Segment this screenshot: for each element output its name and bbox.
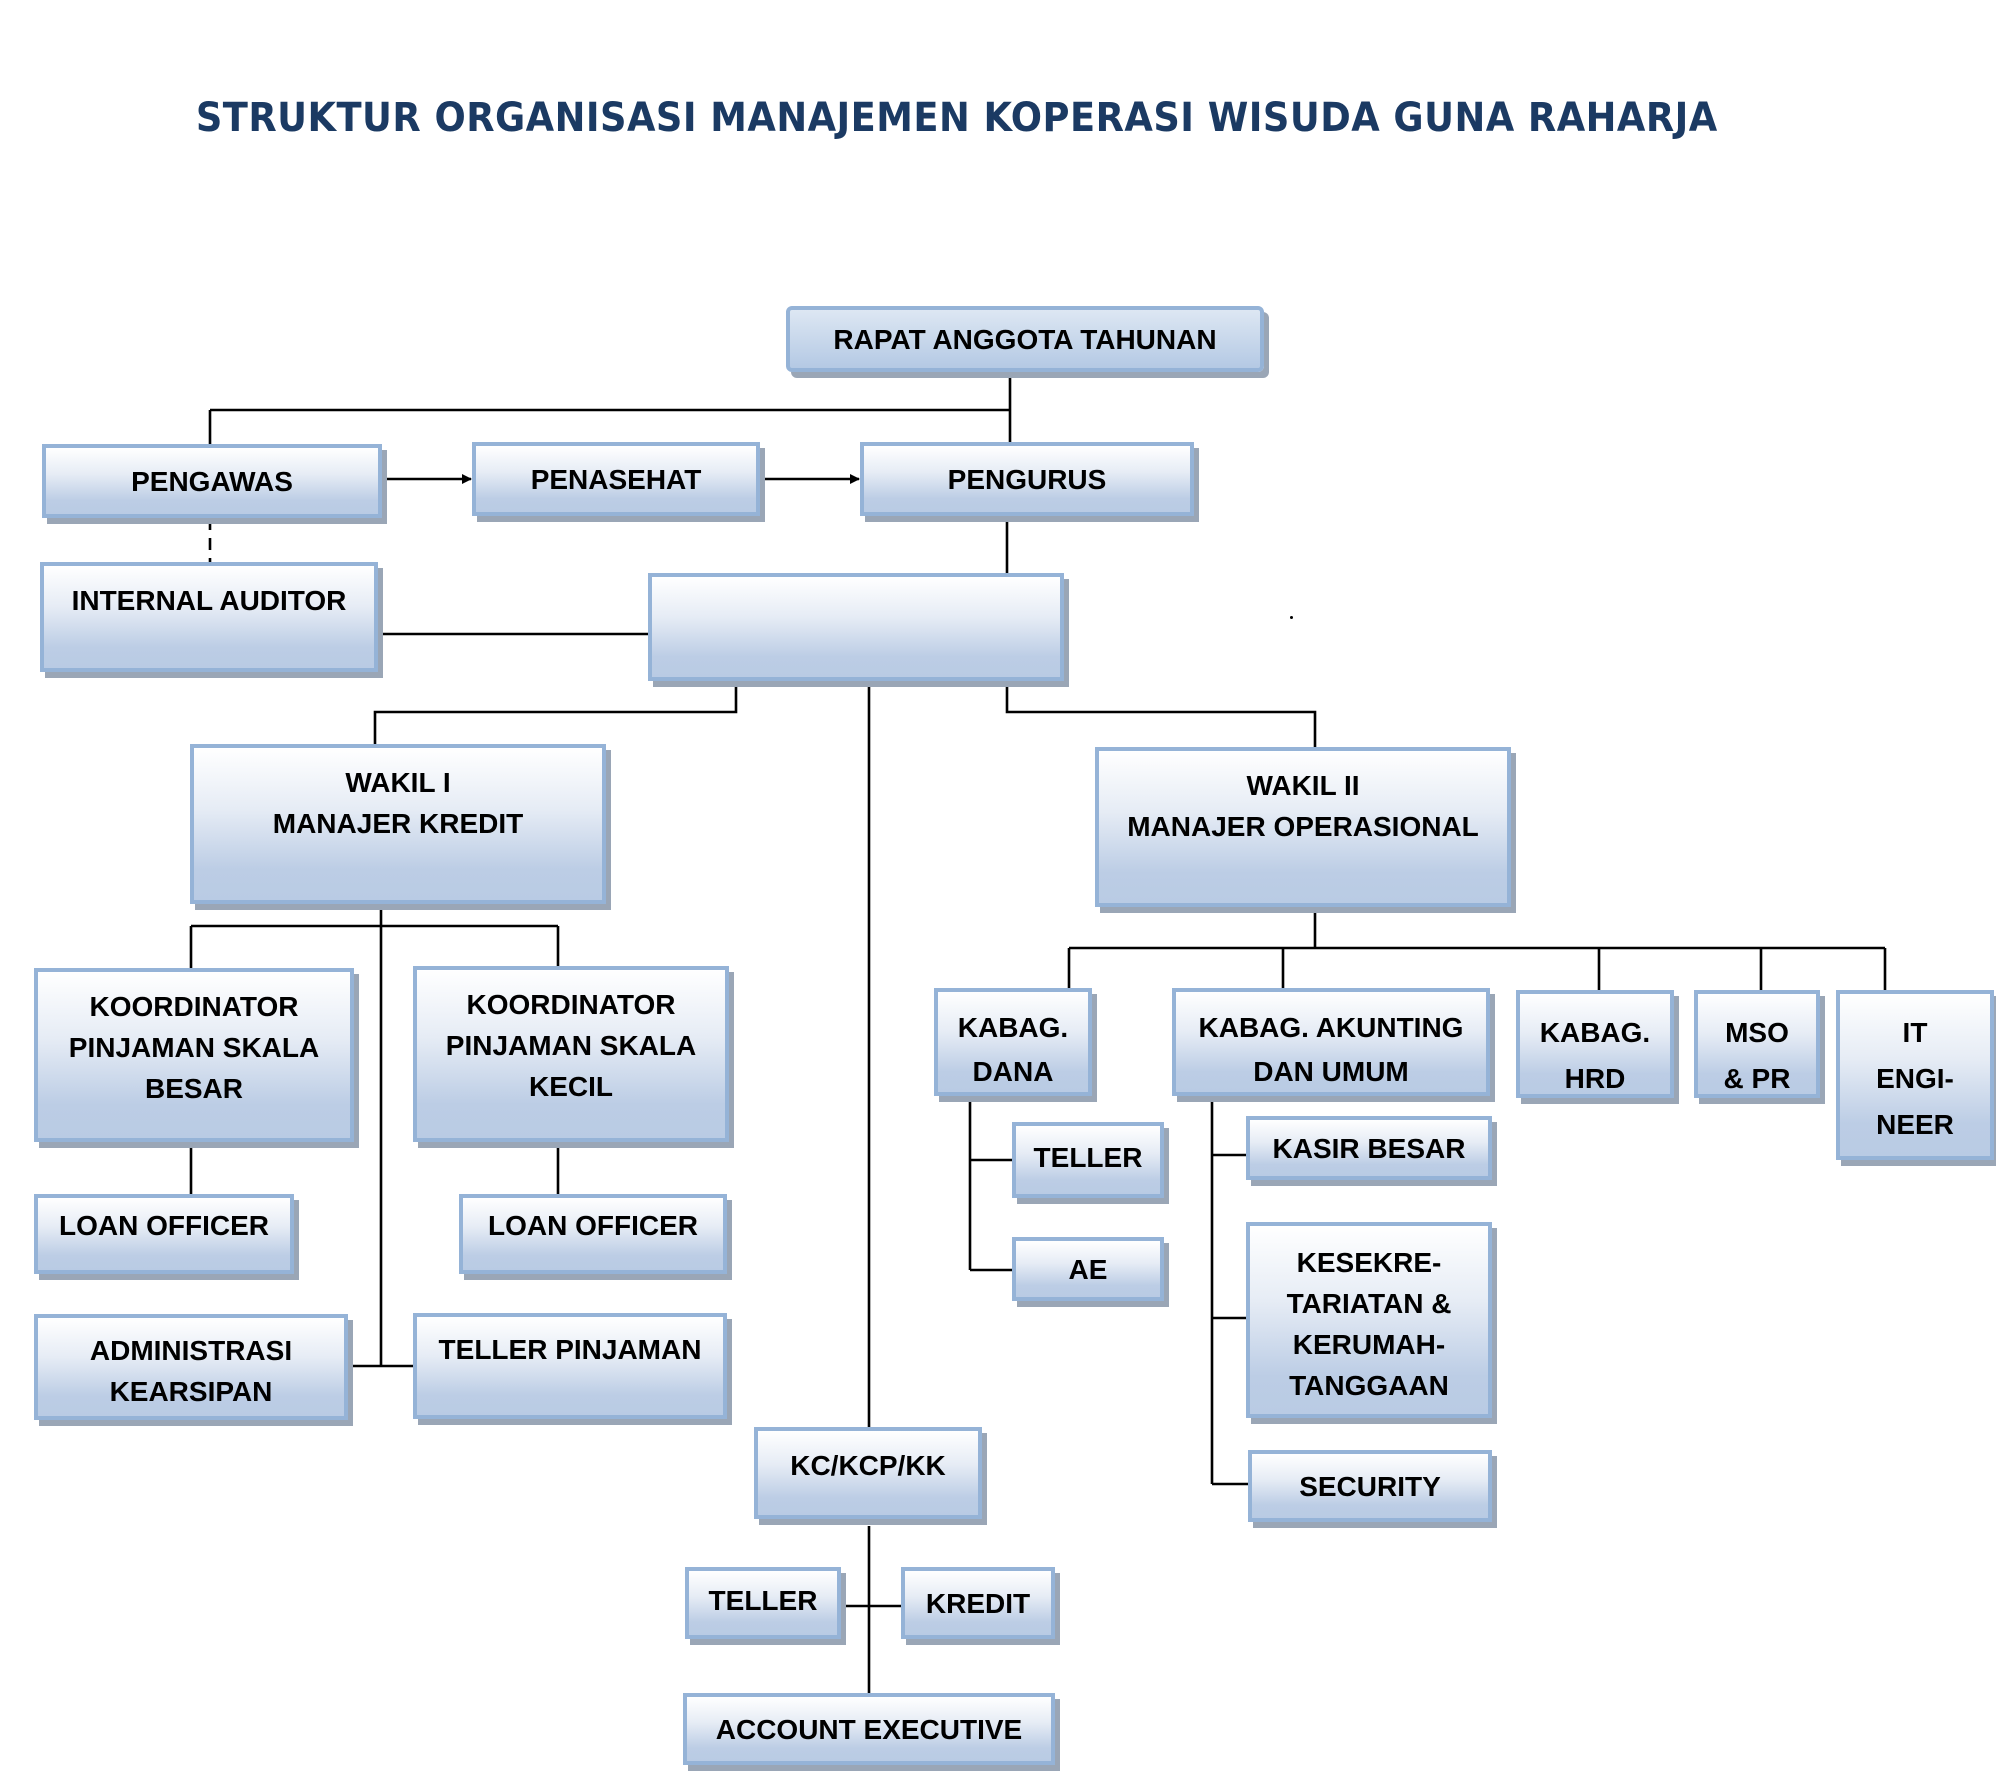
- line-rat-bus: [208, 372, 1012, 446]
- node-label: KABAG. DANA: [957, 1012, 1069, 1087]
- line-wakil1-koord: [189, 904, 560, 1366]
- node-label: AE: [1068, 1253, 1108, 1285]
- node-label: ACCOUNT EXECUTIVE: [715, 1713, 1023, 1745]
- node-label: KOORDINATOR PINJAMAN SKALA KECIL: [445, 989, 697, 1102]
- node-penasehat[interactable]: PENASEHAT: [472, 442, 760, 516]
- node-kc-kcp-kk[interactable]: KC/KCP/KK: [754, 1427, 982, 1519]
- node-label: INTERNAL AUDITOR: [71, 585, 347, 616]
- line-akunting-children: [1210, 1096, 1248, 1486]
- node-label: WAKIL I MANAJER KREDIT: [272, 767, 524, 839]
- node-teller-dana[interactable]: TELLER: [1012, 1122, 1164, 1198]
- node-manager[interactable]: [648, 573, 1064, 681]
- node-wakil-2-manajer-operasional[interactable]: WAKIL II MANAJER OPERASIONAL: [1095, 747, 1511, 907]
- line-wakil2-bus: [1067, 906, 1887, 990]
- node-administrasi-kearsipan[interactable]: ADMINISTRASI KEARSIPAN: [34, 1314, 348, 1420]
- line-manager-wakil2: [1005, 680, 1317, 748]
- line-kc-children: [842, 1526, 904, 1702]
- node-wakil-1-manajer-kredit[interactable]: WAKIL I MANAJER KREDIT: [190, 744, 606, 904]
- node-label: TELLER: [1033, 1141, 1143, 1173]
- node-label: KABAG. HRD: [1539, 1017, 1651, 1094]
- node-label: KABAG. AKUNTING DAN UMUM: [1198, 1012, 1464, 1087]
- node-label: TELLER: [708, 1584, 818, 1616]
- node-rapat-anggota-tahunan[interactable]: RAPAT ANGGOTA TAHUNAN: [786, 306, 1264, 372]
- node-label: PENASEHAT: [530, 463, 702, 495]
- node-account-executive[interactable]: ACCOUNT EXECUTIVE: [683, 1693, 1055, 1765]
- stray-dot: [1290, 616, 1293, 619]
- node-koordinator-pinjaman-skala-kecil[interactable]: KOORDINATOR PINJAMAN SKALA KECIL: [413, 966, 729, 1142]
- node-label: PENGURUS: [947, 463, 1107, 495]
- node-pengawas[interactable]: PENGAWAS: [42, 444, 382, 518]
- node-kesekretariatan-kerumahtanggaan[interactable]: KESEKRE- TARIATAN & KERUMAH- TANGGAAN: [1246, 1222, 1492, 1418]
- node-label: SECURITY: [1299, 1470, 1441, 1502]
- node-kasir-besar[interactable]: KASIR BESAR: [1246, 1116, 1492, 1180]
- node-it-engineer[interactable]: IT ENGI- NEER: [1836, 990, 1994, 1160]
- node-koordinator-pinjaman-skala-besar[interactable]: KOORDINATOR PINJAMAN SKALA BESAR: [34, 968, 354, 1142]
- node-label: IT ENGI- NEER: [1876, 1017, 1954, 1140]
- node-label: WAKIL II MANAJER OPERASIONAL: [1127, 770, 1479, 842]
- node-teller-kc[interactable]: TELLER: [685, 1567, 841, 1639]
- node-mso-pr[interactable]: MSO & PR: [1694, 990, 1820, 1098]
- node-pengurus[interactable]: PENGURUS: [860, 442, 1194, 516]
- node-label: KASIR BESAR: [1272, 1132, 1466, 1164]
- node-label: ADMINISTRASI KEARSIPAN: [89, 1335, 293, 1407]
- node-label: RAPAT ANGGOTA TAHUNAN: [833, 323, 1217, 355]
- node-label: KC/KCP/KK: [790, 1450, 946, 1481]
- node-label: MSO & PR: [1723, 1017, 1791, 1094]
- node-label: KOORDINATOR PINJAMAN SKALA BESAR: [68, 991, 320, 1104]
- node-internal-auditor[interactable]: INTERNAL AUDITOR: [40, 562, 378, 672]
- node-label: PENGAWAS: [131, 465, 293, 497]
- line-manager-wakil1: [373, 680, 738, 746]
- node-teller-pinjaman[interactable]: TELLER PINJAMAN: [413, 1313, 727, 1419]
- node-kabag-akunting-dan-umum[interactable]: KABAG. AKUNTING DAN UMUM: [1172, 988, 1490, 1096]
- node-label: TELLER PINJAMAN: [438, 1334, 702, 1365]
- node-loan-officer-1[interactable]: LOAN OFFICER: [34, 1194, 294, 1274]
- line-dana-children: [968, 1096, 1012, 1272]
- node-kabag-dana[interactable]: KABAG. DANA: [934, 988, 1092, 1096]
- node-label: KREDIT: [925, 1587, 1031, 1619]
- node-label: LOAN OFFICER: [59, 1209, 269, 1241]
- node-label: KESEKRE- TARIATAN & KERUMAH- TANGGAAN: [1286, 1247, 1452, 1401]
- node-kabag-hrd[interactable]: KABAG. HRD: [1516, 990, 1674, 1098]
- chart-title: STRUKTUR ORGANISASI MANAJEMEN KOPERASI W…: [195, 95, 1718, 141]
- node-loan-officer-2[interactable]: LOAN OFFICER: [459, 1194, 727, 1274]
- node-ae[interactable]: AE: [1012, 1237, 1164, 1301]
- node-label: LOAN OFFICER: [488, 1209, 698, 1241]
- node-security[interactable]: SECURITY: [1248, 1450, 1492, 1522]
- node-kredit[interactable]: KREDIT: [901, 1567, 1055, 1639]
